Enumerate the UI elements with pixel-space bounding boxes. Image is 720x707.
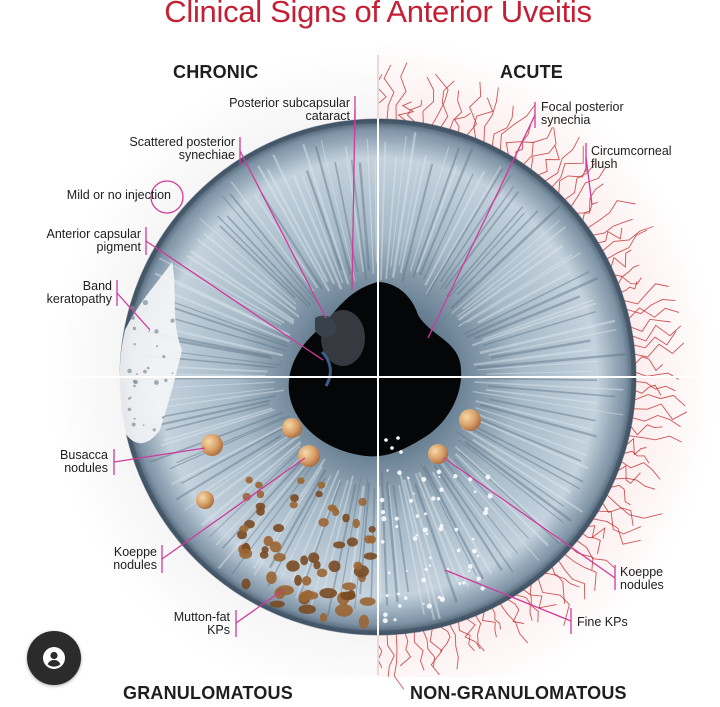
quadrant-acute: ACUTE — [500, 62, 563, 82]
busacca-nodules — [196, 434, 223, 509]
anterior-capsular-pigment — [320, 350, 332, 387]
quadrant-granulomatous: GRANULOMATOUS — [123, 683, 293, 703]
label-fine-kps: Fine KPs — [577, 615, 628, 629]
band-keratopathy — [119, 262, 182, 444]
label-anterior-capsular-pigment: Anterior capsular pigment — [46, 227, 142, 254]
quadrant-non-granulomatous: NON-GRANULOMATOUS — [410, 683, 627, 703]
label-mild-or-no-injection: Mild or no injection — [66, 188, 171, 202]
label-posterior-subcapsular-cataract: Posterior subcapsular cataract — [229, 96, 350, 123]
label-mutton-fat-kps: Mutton-fat KPs — [173, 610, 230, 637]
band-keratopathy-spots — [127, 299, 175, 432]
fine-kps — [379, 436, 493, 624]
leader-lines — [113, 96, 616, 637]
label-scattered-posterior-synechiae: Scattered posterior synechiae — [129, 135, 235, 162]
label-koeppe-nodules-left: Koeppe nodules — [113, 545, 157, 572]
mild-injection-marker — [150, 180, 184, 214]
quadrant-chronic: CHRONIC — [173, 62, 259, 82]
koeppe-nodules — [282, 409, 481, 467]
diagram-title: Clinical Signs of Anterior Uveitis — [164, 0, 592, 29]
label-koeppe-nodules-right: Koeppe nodules — [620, 565, 664, 592]
label-busacca-nodules: Busacca nodules — [60, 448, 108, 475]
mutton-fat-kps — [237, 476, 378, 629]
account-icon — [43, 647, 65, 669]
label-focal-posterior-synechia: Focal posterior synechia — [541, 100, 624, 127]
label-band-keratopathy: Band keratopathy — [46, 279, 112, 306]
account-button[interactable] — [27, 631, 81, 685]
label-circumcorneal-flush: Circumcorneal flush — [591, 144, 672, 171]
posterior-synechia-notch — [315, 315, 337, 338]
circumcorneal-flush-vessels — [378, 62, 688, 690]
